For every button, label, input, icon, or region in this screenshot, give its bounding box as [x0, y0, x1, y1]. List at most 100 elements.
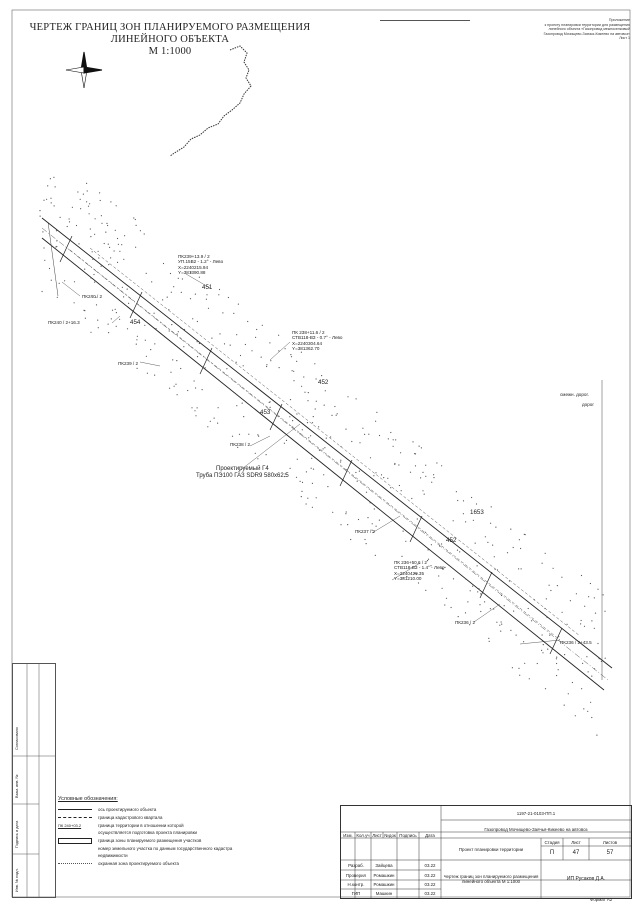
hatch-dot [480, 593, 482, 595]
hatch-dot [284, 473, 286, 475]
hatch-dot [299, 480, 301, 482]
hatch-dot [49, 178, 52, 180]
hatch-dot [364, 433, 366, 435]
hatch-dot [304, 391, 306, 393]
label-line: Проектируемый Г4 [216, 466, 269, 472]
hdr-cell: №док [384, 832, 396, 838]
label-line: Труба ПЭ100 ГАЗ SDR9 580х62.5 [196, 473, 289, 479]
hatch-dot [180, 327, 182, 329]
hatch-dot [204, 367, 206, 369]
legend-row: недвижимости [58, 852, 278, 860]
hatch-dot [109, 246, 111, 248]
hatch-dot [115, 312, 117, 314]
hatch-dot [195, 387, 197, 389]
hatch-dot [235, 361, 237, 363]
hatch-dot [340, 524, 342, 526]
hatch-dot [321, 375, 323, 377]
hatch-dot [376, 411, 378, 413]
hatch-dot [488, 637, 490, 640]
hatch-dot [349, 463, 351, 465]
date-cell: 03.22 [424, 891, 436, 896]
hatch-dot [310, 435, 312, 437]
hatch-dot [151, 281, 153, 283]
legend-text: ось проектируемого объекта [98, 807, 157, 813]
hatch-dot [196, 341, 198, 343]
hatch-dot [139, 230, 141, 232]
hatch-dot [427, 549, 429, 551]
col-sheets: Листов [602, 839, 618, 845]
title-block: 1197-21-0103-ПП.1 Газопровод Мочищево-За… [340, 805, 632, 899]
hatch-dot [602, 594, 604, 596]
hatch-dot [392, 445, 394, 447]
hatch-dot [300, 351, 302, 353]
hatch-dot [53, 176, 55, 178]
hatch-dot [173, 385, 175, 387]
label-line: ПК 236+50.6 / 2 [394, 560, 427, 565]
role-cell: ГИП [351, 891, 361, 896]
hatch-dot [422, 471, 424, 473]
legend-text: охранная зона проектируемого объекта [98, 861, 179, 867]
hatch-dot [301, 481, 304, 483]
hatch-dot [442, 568, 444, 571]
hatch-dot [544, 552, 546, 554]
hatch-dot [289, 467, 291, 469]
hatch-dot [448, 564, 450, 566]
hatch-dot [103, 242, 105, 245]
legend-row: осуществляется подготовка проекта планир… [58, 829, 278, 837]
hatch-dot [426, 560, 429, 562]
hatch-dot [207, 307, 210, 309]
hatch-dot [54, 186, 56, 188]
hatch-dot [307, 392, 309, 394]
hatch-dot [582, 662, 584, 665]
hatch-dot [471, 496, 473, 499]
hatch-dot [95, 296, 97, 298]
hatch-dot [170, 341, 172, 343]
hatch-dot [444, 566, 446, 569]
hatch-dot [378, 519, 380, 521]
hatch-dot [277, 413, 279, 415]
label-line: Х=2240215.94 [178, 264, 209, 270]
hatch-dot [564, 654, 566, 656]
hatch-dot [414, 465, 417, 467]
hatch-dot [512, 546, 514, 549]
hatch-dot [206, 294, 208, 296]
hatch-dot [472, 585, 474, 587]
hatch-dot [115, 325, 117, 327]
hatch-dot [425, 589, 427, 592]
hatch-dot [604, 610, 606, 612]
hatch-dot [436, 462, 438, 464]
hatch-dot [368, 433, 370, 435]
hatch-dot [555, 658, 558, 660]
date-cell: 03.22 [424, 872, 436, 878]
hatch-dot [180, 367, 182, 370]
strip-label: Согласовано [15, 727, 19, 750]
hatch-dot [541, 562, 543, 564]
hatch-dot [266, 365, 268, 368]
hatch-dot [121, 244, 123, 246]
strip-label: Подпись и дата [15, 820, 19, 848]
hatch-dot [373, 475, 375, 477]
hatch-dot [169, 387, 171, 389]
pk239-left-label: ПК239+13.9 / 2 УП.15В2 - 1.2° - Лево Х=2… [178, 254, 223, 276]
hatch-dot [452, 578, 455, 580]
hatch-dot [405, 540, 407, 542]
hatch-dot [541, 649, 543, 652]
hatch-dot [305, 503, 307, 505]
hatch-dot [84, 317, 86, 319]
hatch-dot [218, 288, 221, 291]
hatch-dot [477, 591, 479, 593]
hatch-dot [347, 396, 349, 398]
hatch-dot [95, 304, 98, 306]
sheets-value: 57 [606, 850, 614, 856]
hatch-dot [144, 324, 146, 326]
hatch-dot [278, 350, 280, 352]
hatch-dot [556, 656, 558, 658]
hatch-dot [465, 521, 467, 523]
hatch-dot [47, 185, 49, 187]
hatch-dot [176, 394, 178, 396]
hatch-dot [402, 577, 404, 579]
hatch-dot [311, 482, 313, 484]
hatch-dot [254, 452, 256, 454]
hatch-dot [319, 379, 321, 382]
hatch-dot [494, 568, 496, 570]
